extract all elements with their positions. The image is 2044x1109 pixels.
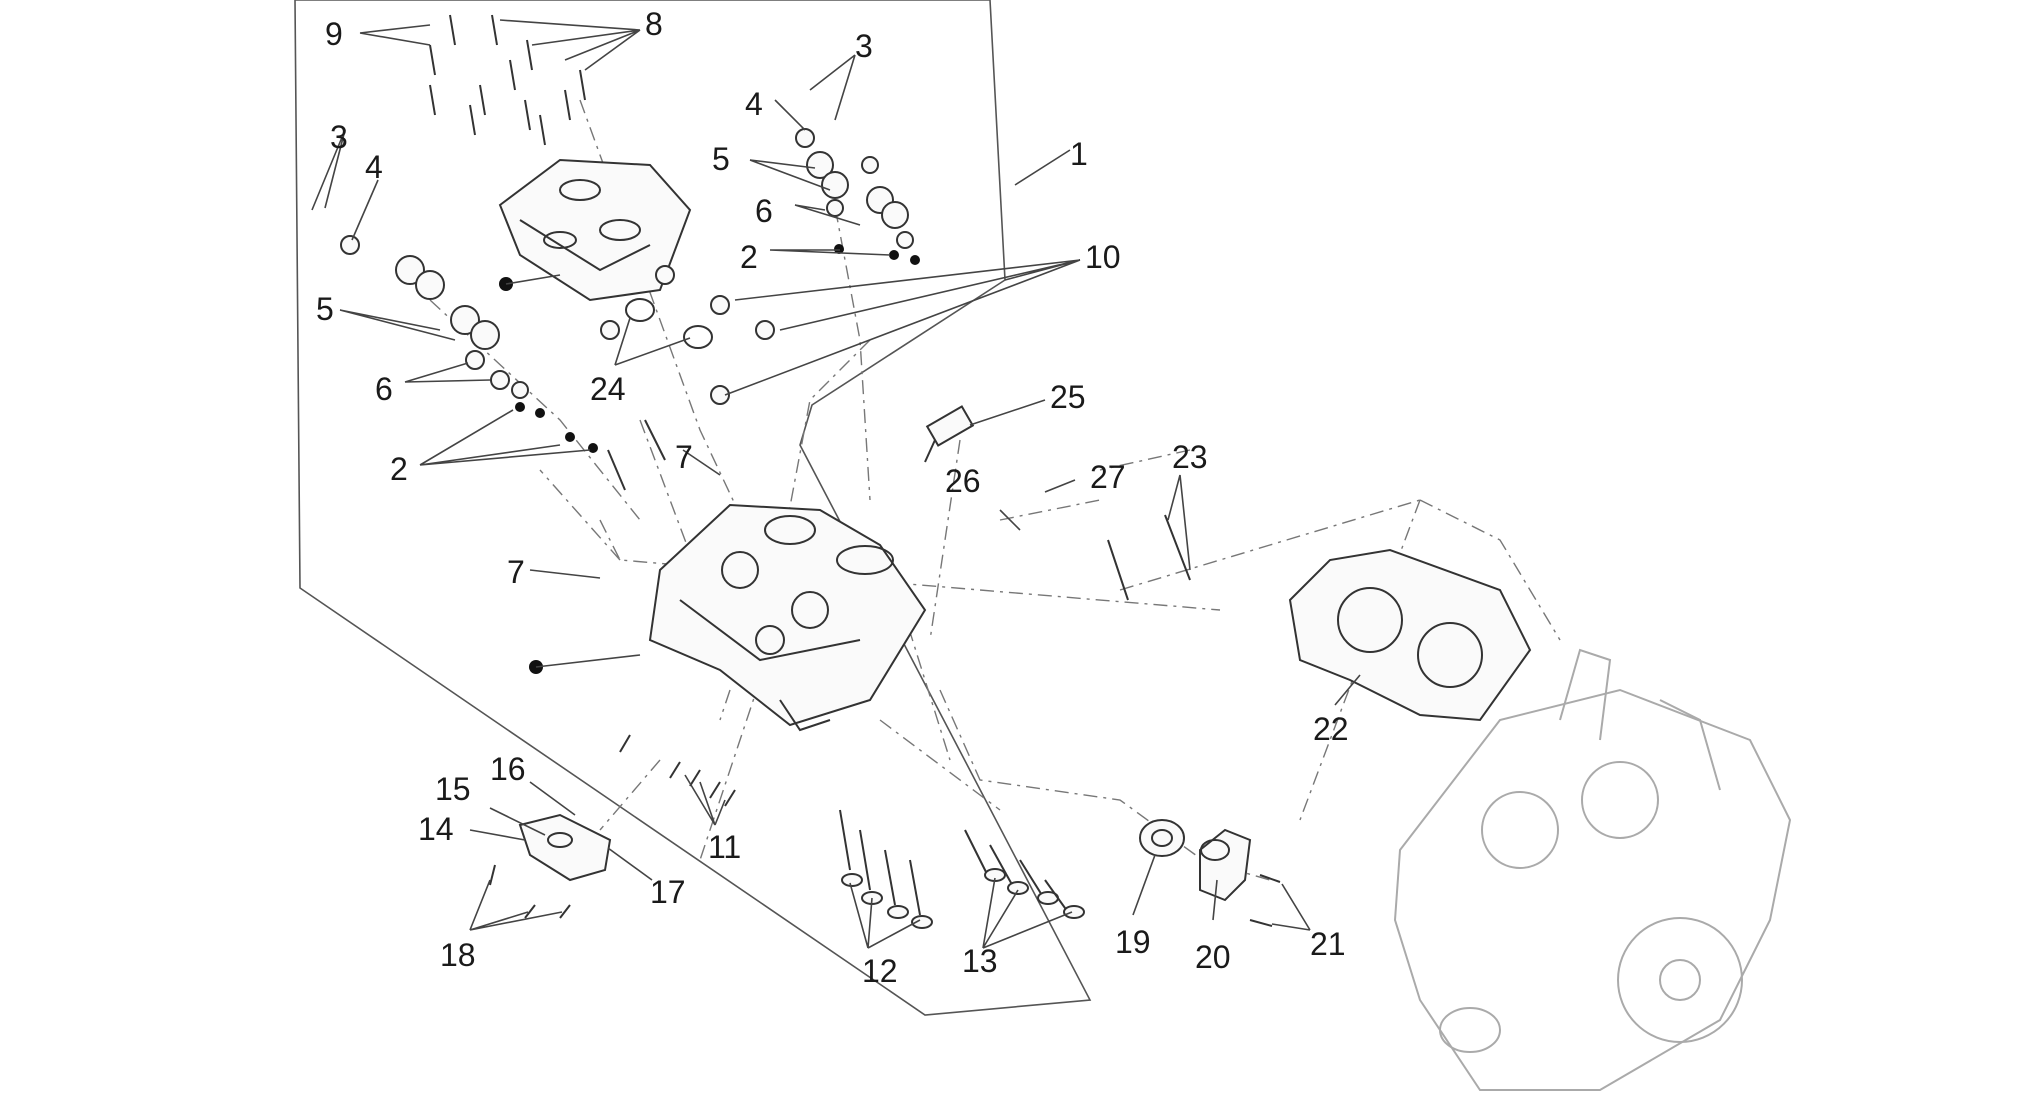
flange-nuts (600, 265, 775, 405)
callout-16: 16 (490, 751, 526, 787)
callout-4: 4 (365, 149, 383, 185)
callout-9: 9 (325, 16, 343, 52)
callout-3: 3 (855, 28, 873, 64)
callout-8: 8 (645, 6, 663, 42)
callout-21: 21 (1310, 926, 1346, 962)
callout-20: 20 (1195, 939, 1231, 975)
callout-15: 15 (435, 771, 471, 807)
callout-23: 23 (1172, 439, 1208, 475)
callout-1: 1 (1070, 136, 1088, 172)
thermostat (1139, 819, 1185, 857)
sensor-bracket (518, 813, 612, 882)
temperature-sensor (924, 405, 975, 463)
callout-6: 6 (755, 193, 773, 229)
callout-24: 24 (590, 371, 626, 407)
callout-5: 5 (712, 141, 730, 177)
callout-7: 7 (507, 554, 525, 590)
o-rings (625, 298, 713, 349)
callout-2: 2 (390, 451, 408, 487)
callout-27: 27 (1090, 459, 1126, 495)
callout-12: 12 (862, 953, 898, 989)
callout-14: 14 (418, 811, 454, 847)
callout-10: 10 (1085, 239, 1121, 275)
callout-3: 3 (330, 119, 348, 155)
callout-11: 11 (708, 829, 741, 865)
callout-4: 4 (745, 86, 763, 122)
callout-6: 6 (375, 371, 393, 407)
head-gasket (1288, 548, 1532, 722)
callout-17: 17 (650, 874, 686, 910)
dowel-pins (619, 734, 736, 807)
callout-2: 2 (740, 239, 758, 275)
thermostat-housing (1199, 828, 1252, 902)
callout-labels: 9 8 3 4 5 6 2 1 10 3 4 5 6 2 24 25 7 7 2… (316, 6, 1349, 989)
assembly-frame (294, 0, 1092, 1016)
callout-5: 5 (316, 291, 334, 327)
engine-block-ghost (1393, 648, 1792, 1091)
callout-25: 25 (1050, 379, 1086, 415)
valve-springs-right (795, 128, 914, 249)
small-screws (489, 864, 1281, 927)
callout-22: 22 (1313, 711, 1349, 747)
cover-bolts (429, 14, 586, 146)
callout-19: 19 (1115, 924, 1151, 960)
valves (839, 809, 1085, 929)
callout-18: 18 (440, 937, 476, 973)
callout-7: 7 (675, 439, 693, 475)
long-bolts (607, 419, 1191, 601)
callout-13: 13 (962, 943, 998, 979)
cylinder-head (648, 503, 927, 732)
leader-lines (311, 19, 1361, 949)
cam-carrier (498, 158, 692, 302)
valve-springs-left (340, 235, 529, 399)
callout-26: 26 (945, 463, 981, 499)
